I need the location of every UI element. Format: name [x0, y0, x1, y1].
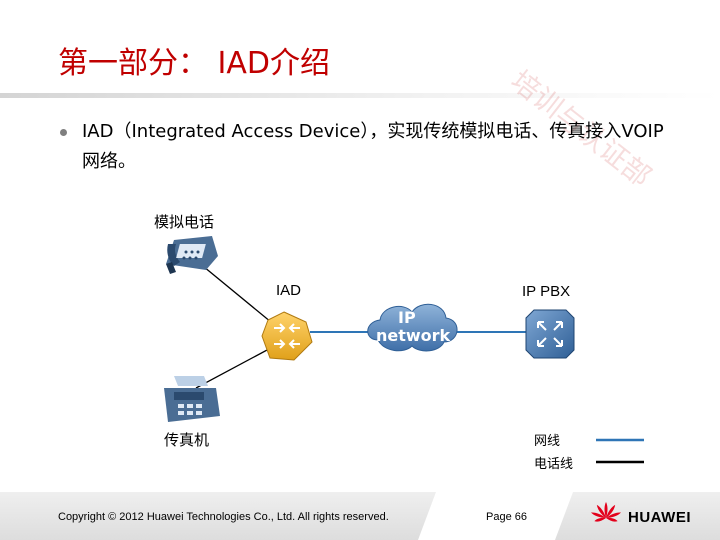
title-divider — [0, 93, 720, 98]
huawei-logo-icon — [590, 502, 622, 522]
bullet-marker — [60, 129, 67, 136]
iad-device-icon — [261, 311, 313, 361]
ip-pbx-icon — [525, 309, 575, 359]
analog-phone-icon — [166, 236, 218, 274]
footer-page-tab — [418, 492, 573, 540]
page-number: Page 66 — [486, 511, 527, 523]
slide-title: 第一部分： IAD介绍 — [58, 46, 331, 81]
bullet-text: IAD（Integrated Access Device），实现传统模拟电话、传… — [82, 121, 664, 172]
iad-label: IAD — [276, 282, 302, 299]
ippbx-label: IP PBX — [522, 283, 571, 300]
legend-label-network: 网线 — [534, 434, 561, 449]
fax-machine-icon — [164, 376, 220, 422]
cloud-label-ip: IP — [398, 308, 416, 327]
legend-label-phone: 电话线 — [534, 457, 574, 472]
ip-network-cloud — [367, 303, 458, 352]
cloud-label-network: network — [376, 326, 451, 345]
huawei-logo-text: HUAWEI — [628, 509, 691, 526]
fax-label: 传真机 — [164, 431, 210, 449]
phone-label: 模拟电话 — [154, 213, 215, 231]
copyright-text: Copyright © 2012 Huawei Technologies Co.… — [58, 511, 389, 523]
